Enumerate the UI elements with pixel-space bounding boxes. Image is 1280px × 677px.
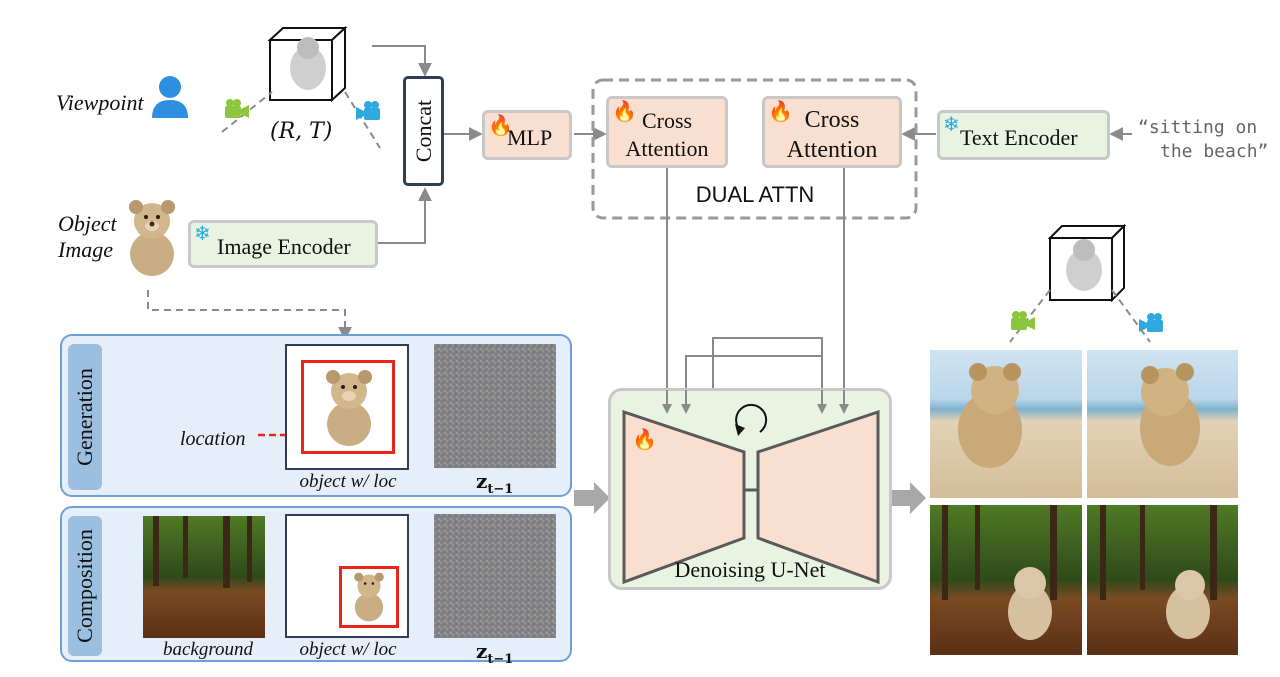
- pose-label: (R, T): [270, 119, 333, 144]
- viewpoint-label: Viewpoint: [56, 90, 144, 115]
- concat-label: Concat: [410, 99, 436, 163]
- output-forest-1: [930, 505, 1082, 655]
- video-camera-icon: [1011, 311, 1035, 330]
- snowflake-icon: ❄: [943, 114, 960, 136]
- text-encoder-label: Text Encoder: [960, 125, 1078, 150]
- generation-tab: Generation: [68, 344, 102, 490]
- output-cube: [1047, 223, 1127, 303]
- text-prompt-line1: “sitting on: [1138, 117, 1258, 138]
- flame-icon: 🔥: [612, 101, 637, 123]
- text-encoder-block: ❄ Text Encoder: [937, 110, 1110, 160]
- dual-attn-container: [591, 78, 918, 220]
- background-image: [143, 516, 265, 638]
- output-forest-2: [1087, 505, 1238, 655]
- composition-latent-caption: zt−1: [476, 639, 514, 667]
- snowflake-icon: ❄: [194, 223, 211, 245]
- generation-object-caption: object w/ loc: [299, 471, 397, 492]
- cross-attention-1-line2: Attention: [625, 136, 709, 161]
- composition-tab: Composition: [68, 516, 102, 656]
- user-icon: [152, 76, 188, 118]
- unet-label: Denoising U-Net: [674, 557, 826, 582]
- flame-icon: 🔥: [768, 101, 793, 123]
- cross-attention-1-line1: Cross: [641, 108, 693, 133]
- location-box: [339, 566, 399, 628]
- text-prompt-line2: the beach”: [1160, 141, 1269, 162]
- video-camera-icon: [225, 99, 249, 118]
- cross-attention-1-block: 🔥 Cross Attention: [606, 96, 728, 168]
- object-image-teddy: [129, 200, 175, 276]
- image-encoder-block: ❄ Image Encoder: [188, 220, 378, 268]
- output-beach-2: [1087, 350, 1238, 498]
- location-box: [301, 360, 395, 454]
- generation-noise-latent: [434, 344, 556, 468]
- image-encoder-label: Image Encoder: [217, 234, 351, 259]
- flame-icon: 🔥: [488, 115, 513, 137]
- video-camera-icon: [356, 101, 380, 120]
- cross-attention-2-line1: Cross: [804, 107, 860, 133]
- composition-object-frame: [285, 514, 409, 638]
- composition-noise-latent: [434, 514, 556, 638]
- mlp-block: 🔥 MLP: [482, 110, 572, 160]
- composition-object-caption: object w/ loc: [299, 639, 397, 660]
- background-caption: background: [162, 639, 254, 660]
- mlp-label: MLP: [507, 125, 553, 150]
- location-label: location: [180, 428, 246, 450]
- video-camera-icon: [1139, 313, 1163, 332]
- output-beach-1: [930, 350, 1082, 498]
- dual-attn-label: DUAL ATTN: [695, 182, 815, 207]
- concat-block: Concat: [403, 76, 444, 186]
- object-image-label-line1: Object: [58, 211, 117, 236]
- cross-attention-2-line2: Attention: [786, 137, 878, 163]
- flame-icon: 🔥: [632, 429, 657, 451]
- generation-latent-caption: zt−1: [476, 469, 514, 497]
- cross-attention-2-block: 🔥 Cross Attention: [762, 96, 902, 168]
- teddy-object: [354, 572, 384, 622]
- viewpoint-cube: [267, 25, 348, 103]
- teddy-object: [326, 370, 372, 446]
- generation-object-frame: [285, 344, 409, 470]
- object-image-label-line2: Image: [58, 237, 113, 262]
